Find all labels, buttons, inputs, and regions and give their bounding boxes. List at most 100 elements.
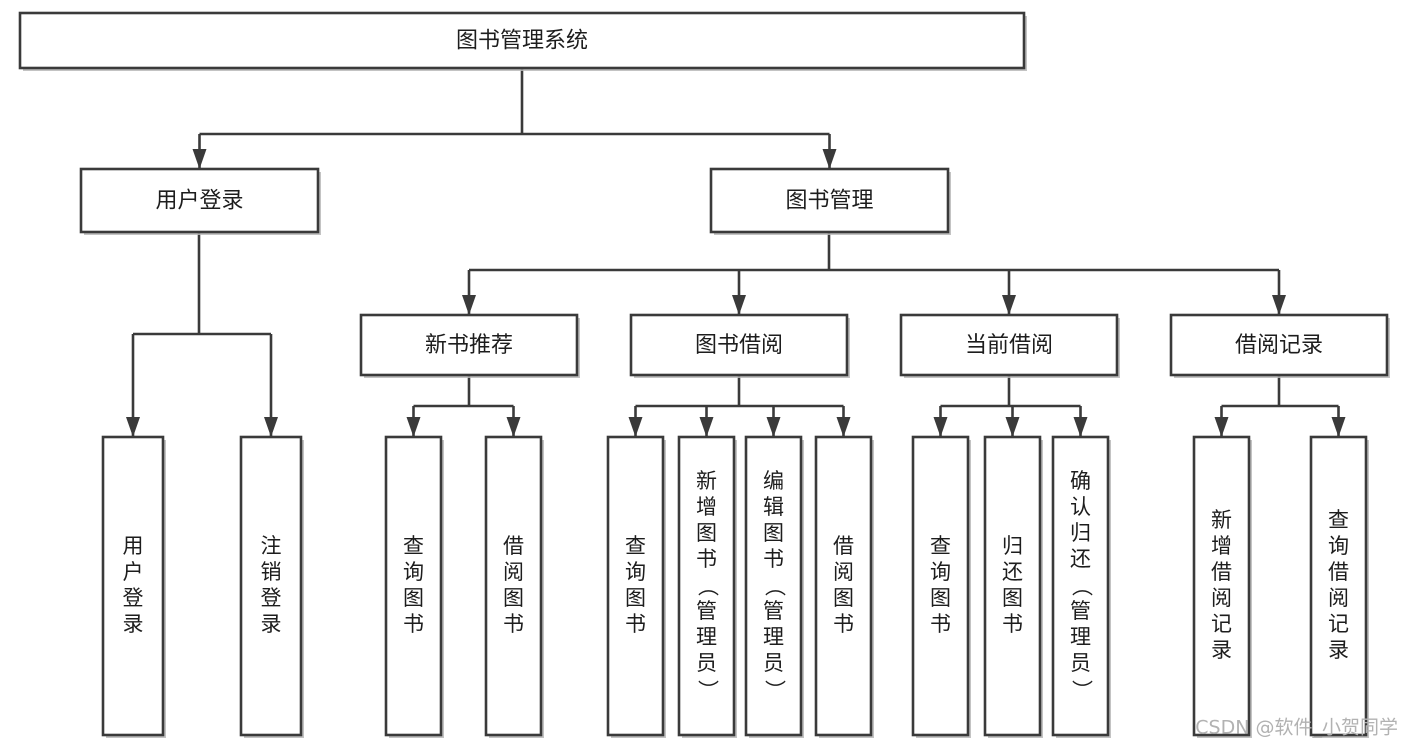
node-rect[interactable] bbox=[709, 167, 950, 234]
node-label-char: 户 bbox=[123, 560, 144, 584]
node-label-char: 图 bbox=[930, 586, 951, 610]
node-rect[interactable] bbox=[606, 435, 665, 737]
node-label-char: 询 bbox=[930, 560, 951, 584]
connector-newbookrec-to-leaves bbox=[406, 375, 521, 437]
node-label-char: 书 bbox=[833, 612, 854, 636]
node-label: 当前借阅 bbox=[965, 333, 1053, 358]
node-label-char: ） bbox=[1070, 680, 1094, 701]
node-label-char: 阅 bbox=[833, 560, 854, 584]
node-book-manage[interactable]: 图书管理 bbox=[709, 167, 951, 235]
node-label-char: 员 bbox=[696, 651, 717, 675]
node-label-char: 图 bbox=[763, 521, 784, 545]
node-label-char: 查 bbox=[403, 534, 424, 558]
node-rect[interactable] bbox=[983, 435, 1042, 737]
node-label-char: 借 bbox=[503, 534, 524, 558]
node-label-char: 确 bbox=[1070, 469, 1091, 493]
node-label-char: 图 bbox=[1002, 586, 1023, 610]
node-rect[interactable] bbox=[239, 435, 303, 737]
connector-arrowhead bbox=[126, 417, 140, 437]
node-leaf-user-login[interactable]: 用户登录 bbox=[101, 435, 166, 738]
node-borrow-record[interactable]: 借阅记录 bbox=[1169, 313, 1390, 378]
connector-arrowhead bbox=[506, 417, 521, 437]
node-label-char: 书 bbox=[763, 547, 784, 571]
node-label-char: 图 bbox=[403, 586, 424, 610]
node-user-login[interactable]: 用户登录 bbox=[79, 167, 321, 235]
connector-arrowhead bbox=[264, 417, 278, 437]
node-label-char: （ bbox=[763, 576, 787, 597]
node-rect[interactable] bbox=[1309, 435, 1368, 737]
connector-arrowhead bbox=[1002, 295, 1016, 315]
node-label-char: 归 bbox=[1070, 521, 1091, 545]
node-new-book-rec[interactable]: 新书推荐 bbox=[359, 313, 580, 378]
node-label-char: 图 bbox=[503, 586, 524, 610]
node-label-char: 理 bbox=[763, 625, 784, 649]
node-root[interactable]: 图书管理系统 bbox=[18, 11, 1027, 71]
node-layer: 图书管理系统用户登录图书管理新书推荐图书借阅当前借阅借阅记录用户登录注销登录查询… bbox=[18, 11, 1390, 738]
node-rect[interactable] bbox=[629, 313, 849, 377]
node-label-char: ） bbox=[696, 680, 720, 701]
watermark-layer: CSDN @软件_小贺同学 bbox=[1195, 717, 1398, 739]
node-label: 图书管理 bbox=[785, 189, 873, 214]
node-label-char: 阅 bbox=[503, 560, 524, 584]
node-label-char: 借 bbox=[1328, 560, 1349, 584]
connector-arrowhead bbox=[836, 417, 851, 437]
node-rect[interactable] bbox=[1192, 435, 1251, 737]
connector-arrowhead bbox=[1272, 295, 1286, 315]
node-current-borrow[interactable]: 当前借阅 bbox=[899, 313, 1120, 378]
node-label-char: 借 bbox=[833, 534, 854, 558]
node-rect[interactable] bbox=[911, 435, 970, 737]
node-rect[interactable] bbox=[484, 435, 543, 737]
node-label-char: 录 bbox=[123, 612, 144, 636]
node-rect[interactable] bbox=[814, 435, 873, 737]
node-label: 新书推荐 bbox=[425, 333, 513, 358]
connector-arrowhead bbox=[766, 417, 781, 437]
node-label-char: 图 bbox=[625, 586, 646, 610]
node-rect[interactable] bbox=[384, 435, 443, 737]
connector-arrowhead bbox=[822, 149, 837, 169]
node-label-char: 理 bbox=[696, 625, 717, 649]
node-label-char: 阅 bbox=[1328, 586, 1349, 610]
node-rect[interactable] bbox=[744, 435, 803, 737]
node-label-char: 管 bbox=[1070, 599, 1091, 623]
node-rect[interactable] bbox=[359, 313, 579, 377]
node-label-char: 登 bbox=[123, 586, 144, 610]
node-label: 借阅记录 bbox=[1235, 333, 1323, 358]
node-label-char: （ bbox=[696, 576, 720, 597]
node-label-char: 还 bbox=[1070, 547, 1091, 571]
node-label-char: 查 bbox=[930, 534, 951, 558]
node-label-char: 还 bbox=[1002, 560, 1023, 584]
node-label-char: 新 bbox=[696, 469, 717, 493]
node-label-char: ） bbox=[763, 680, 787, 701]
node-rect[interactable] bbox=[79, 167, 320, 234]
node-label-char: 增 bbox=[1211, 534, 1232, 558]
node-rect[interactable] bbox=[899, 313, 1119, 377]
node-rect[interactable] bbox=[677, 435, 736, 737]
node-rect[interactable] bbox=[1051, 435, 1110, 737]
connector-arrowhead bbox=[1214, 417, 1229, 437]
node-label-char: 登 bbox=[261, 586, 282, 610]
node-rect[interactable] bbox=[18, 11, 1026, 70]
node-rect[interactable] bbox=[101, 435, 165, 737]
node-book-borrow[interactable]: 图书借阅 bbox=[629, 313, 850, 378]
connector-currentborrow-to-leaves bbox=[933, 375, 1088, 437]
connector-root-to-level2 bbox=[192, 68, 837, 169]
connector-arrowhead bbox=[628, 417, 643, 437]
connector-bookborrow-to-leaves bbox=[628, 375, 851, 437]
connector-bookmanage-to-level3 bbox=[462, 232, 1286, 315]
node-rect[interactable] bbox=[1169, 313, 1389, 377]
node-label: 用户登录 bbox=[155, 189, 243, 214]
